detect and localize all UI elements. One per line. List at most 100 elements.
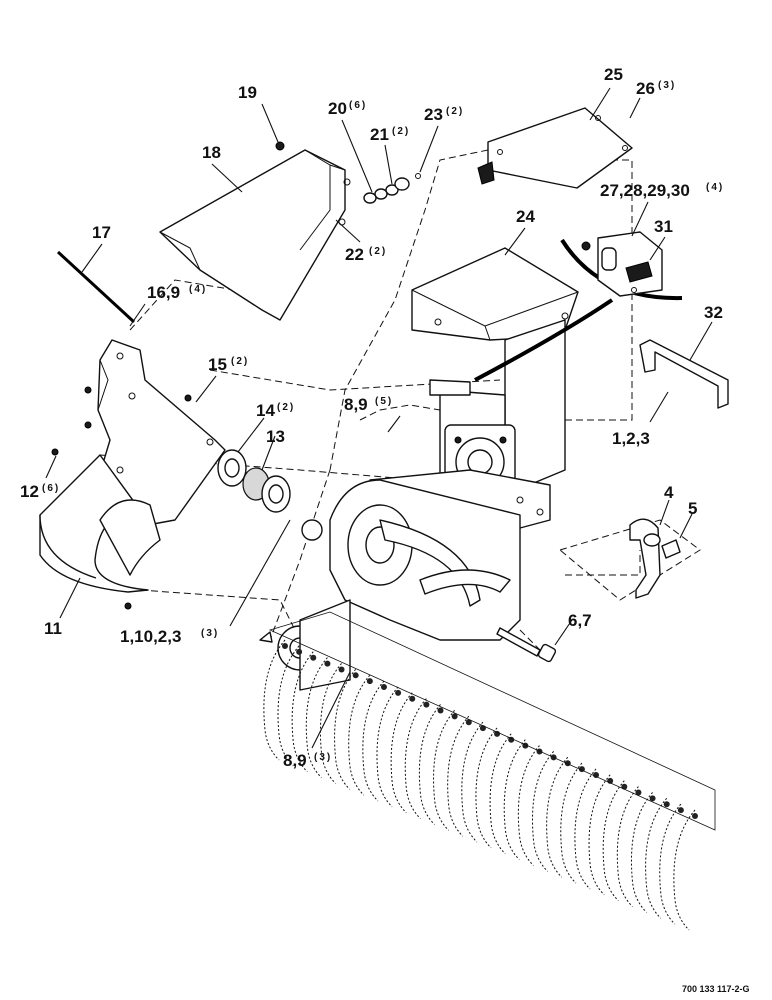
tine bbox=[263, 639, 286, 761]
svg-text:17: 17 bbox=[92, 223, 111, 242]
tine bbox=[404, 698, 427, 819]
tine bbox=[319, 663, 342, 784]
arm-4-5 bbox=[558, 518, 701, 601]
tine bbox=[574, 768, 597, 890]
tine bbox=[334, 668, 357, 790]
tine-bolt bbox=[352, 672, 359, 679]
tine bbox=[348, 674, 371, 796]
tine bbox=[532, 751, 554, 872]
svg-text:(3): (3) bbox=[201, 628, 219, 639]
tine bbox=[362, 680, 385, 802]
curved-shield-11 bbox=[39, 454, 161, 593]
svg-text:8,9: 8,9 bbox=[344, 395, 368, 414]
svg-text:14: 14 bbox=[256, 401, 275, 420]
callout-16-9: 16,9(4) bbox=[147, 283, 205, 302]
svg-text:12: 12 bbox=[20, 482, 39, 501]
reel-tube bbox=[268, 611, 716, 831]
callout-23: 23(2) bbox=[424, 105, 464, 124]
callout-32: 32 bbox=[704, 303, 723, 322]
tine bbox=[418, 704, 441, 825]
bolt-6-7 bbox=[496, 627, 557, 663]
callout-12: 12(6) bbox=[20, 482, 58, 501]
callout-labels: 19 20(6) 21(2) 23(2) 25 26(3) 18 27,28,2… bbox=[20, 65, 724, 770]
left-panel bbox=[84, 339, 226, 531]
callout-1-10-2-3: 1,10,2,3(3) bbox=[120, 627, 219, 646]
callout-1-2-3: 1,2,3 bbox=[612, 429, 650, 448]
tine-bolt bbox=[395, 689, 402, 696]
callout-26: 26(3) bbox=[636, 79, 676, 98]
tine bbox=[376, 686, 399, 808]
shield-plate-25 bbox=[477, 107, 633, 189]
tine bbox=[475, 727, 498, 849]
tine-bolt bbox=[310, 654, 317, 661]
svg-text:(6): (6) bbox=[349, 100, 367, 111]
tine bbox=[447, 715, 470, 837]
callout-19: 19 bbox=[238, 83, 257, 102]
tine bbox=[433, 710, 456, 831]
cover-18 bbox=[159, 149, 351, 321]
svg-text:22: 22 bbox=[345, 245, 364, 264]
callout-22: 22 (2) bbox=[345, 245, 387, 264]
tine-bolt bbox=[692, 813, 698, 819]
svg-text:20: 20 bbox=[328, 99, 347, 118]
tine-bolt bbox=[338, 666, 345, 673]
tine-bolt bbox=[635, 789, 642, 796]
svg-text:8,9: 8,9 bbox=[283, 751, 307, 770]
callout-31: 31 bbox=[654, 217, 673, 236]
tine bbox=[560, 762, 583, 884]
tine-bolt bbox=[663, 801, 670, 808]
tine-bolt bbox=[593, 771, 600, 778]
callout-25: 25 bbox=[604, 65, 623, 84]
callout-11: 11 bbox=[44, 619, 62, 638]
callout-4: 4 bbox=[664, 483, 674, 502]
bracket-27-31 bbox=[581, 231, 663, 297]
tine bbox=[291, 651, 314, 773]
rod-17 bbox=[56, 250, 136, 324]
tine-bolt bbox=[296, 648, 303, 655]
svg-text:(2): (2) bbox=[231, 356, 249, 367]
svg-text:(4): (4) bbox=[706, 182, 724, 193]
tine-bolt bbox=[621, 783, 628, 790]
tine bbox=[305, 657, 328, 778]
tine bbox=[616, 786, 639, 907]
svg-text:4: 4 bbox=[664, 483, 674, 502]
tine bbox=[546, 756, 569, 878]
svg-text:25: 25 bbox=[604, 65, 623, 84]
callout-14: 14(2) bbox=[256, 401, 295, 420]
svg-text:5: 5 bbox=[688, 499, 697, 518]
tine bbox=[390, 692, 413, 814]
tine bbox=[489, 733, 512, 855]
washers-19-23 bbox=[275, 141, 421, 204]
document-id: 700 133 117-2-G bbox=[682, 984, 750, 994]
svg-text:13: 13 bbox=[266, 427, 285, 446]
tine bbox=[503, 739, 526, 861]
svg-text:(2): (2) bbox=[446, 106, 464, 117]
svg-text:(2): (2) bbox=[392, 126, 410, 137]
svg-text:11: 11 bbox=[44, 619, 62, 638]
pickup-tines bbox=[263, 611, 716, 931]
svg-text:32: 32 bbox=[704, 303, 723, 322]
tine-bolt bbox=[437, 707, 444, 714]
pins-12 bbox=[51, 448, 132, 610]
tine bbox=[517, 745, 540, 866]
tine-bolt bbox=[649, 795, 656, 802]
tine-bolt bbox=[366, 678, 373, 685]
callout-27-30: 27,28,29,30(4) bbox=[600, 181, 724, 200]
tine bbox=[659, 803, 682, 925]
svg-text:31: 31 bbox=[654, 217, 673, 236]
callout-5: 5 bbox=[688, 499, 697, 518]
callout-8-9-a: 8,9(5) bbox=[344, 395, 391, 414]
svg-text:19: 19 bbox=[238, 83, 257, 102]
svg-text:23: 23 bbox=[424, 105, 443, 124]
leader-lines bbox=[45, 87, 713, 749]
tine-bolt bbox=[465, 719, 472, 726]
tine bbox=[277, 645, 300, 767]
svg-text:(3): (3) bbox=[314, 752, 332, 763]
svg-text:(2): (2) bbox=[277, 402, 295, 413]
callout-13: 13 bbox=[266, 427, 285, 446]
tine-bolt bbox=[282, 643, 288, 649]
svg-text:(3): (3) bbox=[658, 80, 676, 91]
tine-bolt bbox=[324, 660, 331, 667]
tine-bolt bbox=[423, 701, 430, 708]
svg-text:(2): (2) bbox=[369, 246, 387, 257]
